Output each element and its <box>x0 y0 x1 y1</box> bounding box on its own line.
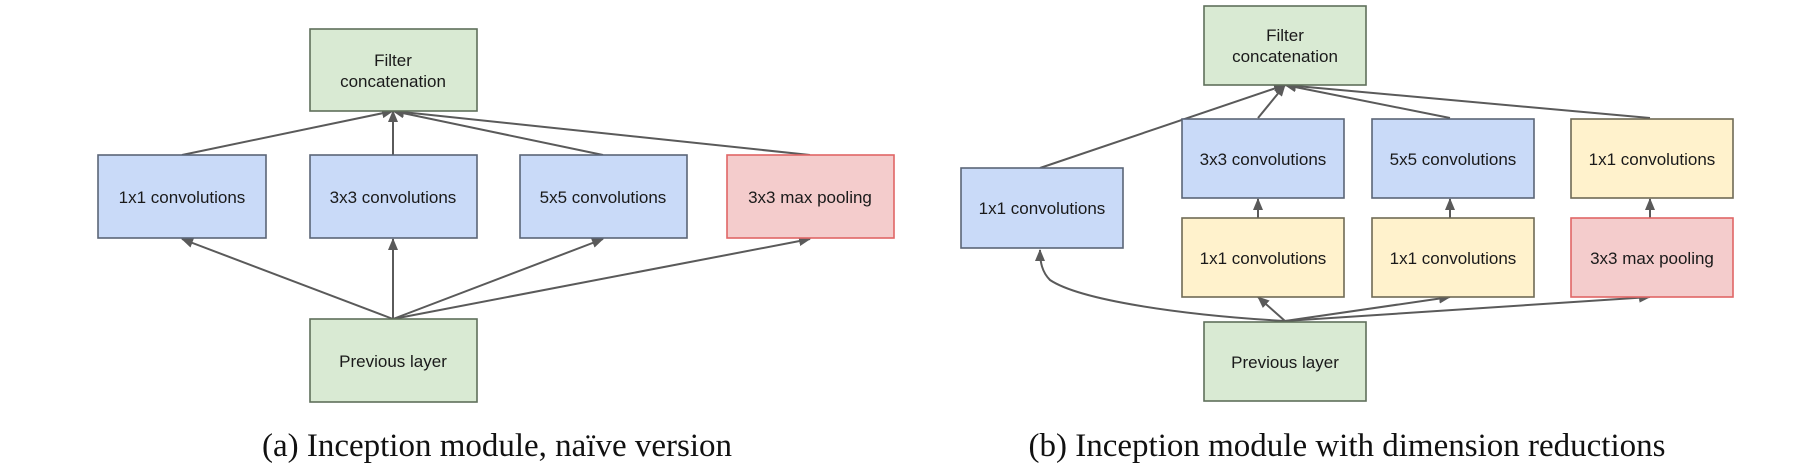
edge-b-1x1pool-to-concat <box>1284 81 1651 119</box>
box-rect <box>97 154 267 239</box>
panel-a-maxpool: 3x3 max pooling <box>726 154 895 239</box>
edge-a-prev-to-5x5 <box>392 238 604 320</box>
edge-a-1x1-to-concat <box>181 108 394 156</box>
box-rect <box>1570 118 1734 199</box>
box-rect <box>1203 321 1367 402</box>
panel-b-reduce-5x5: 1x1 convolutions <box>1371 217 1535 298</box>
panel-b-conv1x1-after-pool: 1x1 convolutions <box>1570 118 1734 199</box>
panel-a-conv3x3: 3x3 convolutions <box>309 154 478 239</box>
maxpool-label: 3x3 max pooling <box>1590 249 1714 268</box>
panel-b-filter-concat: Filter concatenation <box>1203 5 1367 86</box>
caption-a: (a) Inception module, naïve version <box>262 428 732 464</box>
edge-a-prev-to-maxpool <box>392 236 811 320</box>
panel-a-conv5x5: 5x5 convolutions <box>519 154 688 239</box>
box-rect <box>309 318 478 403</box>
panel-b-edges <box>1035 81 1655 322</box>
previous-layer-label: Previous layer <box>339 352 447 371</box>
filter-concat-line1: Filter <box>374 51 412 70</box>
edge-b-prev-to-reduce5x5 <box>1284 293 1451 322</box>
box-rect <box>1570 217 1734 298</box>
conv3x3-label: 3x3 convolutions <box>330 188 457 207</box>
filter-concat-line2: concatenation <box>1232 47 1338 66</box>
panel-b-conv3x3: 3x3 convolutions <box>1181 118 1345 199</box>
panel-b-reduce-3x3: 1x1 convolutions <box>1181 217 1345 298</box>
panel-b-previous-layer: Previous layer <box>1203 321 1367 402</box>
reduce-5x5-label: 1x1 convolutions <box>1390 249 1517 268</box>
caption-b: (b) Inception module with dimension redu… <box>1029 428 1666 464</box>
box-rect <box>726 154 895 239</box>
box-rect <box>1371 217 1535 298</box>
box-rect <box>309 154 478 239</box>
panel-b-conv1x1: 1x1 convolutions <box>960 167 1124 249</box>
edge-a-5x5-to-concat <box>392 108 604 156</box>
panel-a-conv1x1: 1x1 convolutions <box>97 154 267 239</box>
box-rect <box>1371 118 1535 199</box>
edge-b-prev-to-1x1 <box>1035 249 1286 322</box>
box-rect <box>1181 118 1345 199</box>
box-rect <box>1181 217 1345 298</box>
edge-b-1x1-to-concat <box>1039 83 1286 169</box>
edge-a-maxpool-to-concat <box>392 107 811 156</box>
panel-a-previous-layer: Previous layer <box>309 318 478 403</box>
conv1x1-after-pool-label: 1x1 convolutions <box>1589 150 1716 169</box>
conv5x5-label: 5x5 convolutions <box>540 188 667 207</box>
filter-concat-line1: Filter <box>1266 26 1304 45</box>
edge-b-prev-to-reduce3x3 <box>1257 296 1286 322</box>
panel-a-filter-concat: Filter concatenation <box>309 28 478 112</box>
panel-b-conv5x5: 5x5 convolutions <box>1371 118 1535 199</box>
box-rect <box>1203 5 1367 86</box>
edge-b-3x3-to-concat <box>1257 84 1286 119</box>
conv1x1-label: 1x1 convolutions <box>119 188 246 207</box>
maxpool-label: 3x3 max pooling <box>748 188 872 207</box>
edge-a-prev-to-1x1 <box>181 238 394 320</box>
reduce-3x3-label: 1x1 convolutions <box>1200 249 1327 268</box>
box-rect <box>309 28 478 112</box>
conv3x3-label: 3x3 convolutions <box>1200 150 1327 169</box>
conv5x5-label: 5x5 convolutions <box>1390 150 1517 169</box>
filter-concat-line2: concatenation <box>340 72 446 91</box>
panel-a-edges <box>181 107 811 320</box>
box-rect <box>519 154 688 239</box>
panel-b-maxpool: 3x3 max pooling <box>1570 217 1734 298</box>
edge-b-5x5-to-concat <box>1284 82 1451 119</box>
previous-layer-label: Previous layer <box>1231 353 1339 372</box>
conv1x1-label: 1x1 convolutions <box>979 199 1106 218</box>
edge-b-prev-to-maxpool <box>1284 292 1651 322</box>
box-rect <box>960 167 1124 249</box>
